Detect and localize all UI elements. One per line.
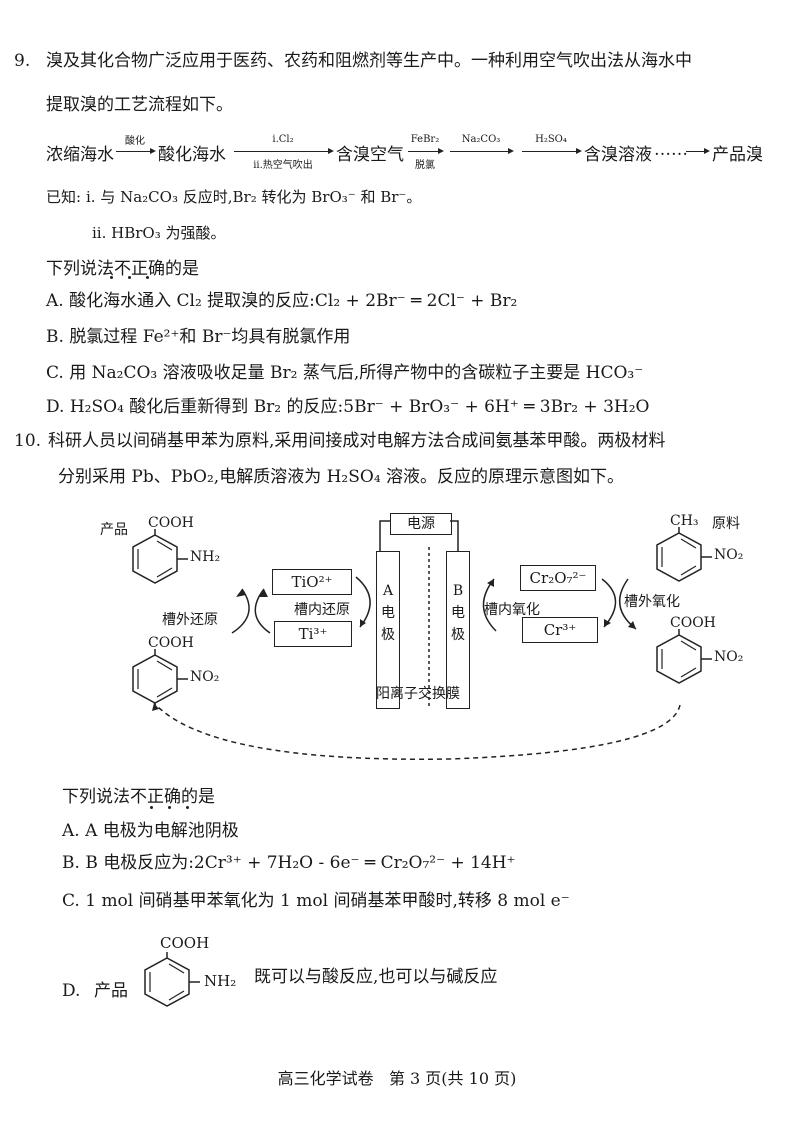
flow-arrow-4 bbox=[450, 148, 514, 154]
intermediate-cooh-left: COOH bbox=[148, 635, 194, 651]
intermediate-no2-right: NO₂ bbox=[714, 649, 744, 665]
inner-oxidation-arrow-icon bbox=[482, 578, 497, 632]
flow-arrow-2-bottom: ii.热空气吹出 bbox=[253, 160, 313, 171]
raw-ch3: CH₃ bbox=[670, 513, 699, 529]
footer-title: 高三化学试卷 bbox=[277, 1069, 374, 1088]
membrane-label: 阳离子交换膜 bbox=[376, 686, 460, 702]
flow-node-acidified-seawater: 酸化海水 bbox=[158, 145, 226, 165]
q10-stem-line1: 科研人员以间硝基甲苯为原料,采用间接成对电解方法合成间氨基苯甲酸。两极材料 bbox=[48, 431, 666, 451]
electrode-b: B 电 极 bbox=[446, 551, 470, 709]
q9-option-d: D. H₂SO₄ 酸化后重新得到 Br₂ 的反应:5Br⁻ + BrO₃⁻ + … bbox=[46, 397, 650, 417]
flow-arrow-2-top: i.Cl₂ bbox=[272, 134, 294, 145]
ti3-box: Ti³⁺ bbox=[274, 621, 352, 647]
electrolysis-diagram: 产品 COOH NH₂ COOH NO₂ 槽外还原 TiO²⁺ Ti³⁺ 槽内还… bbox=[80, 505, 780, 765]
q9-process-flow: 浓缩海水 酸化 酸化海水 i.Cl₂ ii.热空气吹出 含溴空气 FeBr₂ 脱… bbox=[46, 128, 776, 178]
product-label: 产品 bbox=[100, 522, 128, 538]
product-nh2: NH₂ bbox=[190, 549, 221, 565]
tio2-box: TiO²⁺ bbox=[272, 569, 352, 595]
product-benzene-ring-icon bbox=[132, 529, 188, 584]
product-cooh: COOH bbox=[148, 515, 194, 531]
q10-option-a: A. A 电极为电解池阴极 bbox=[62, 821, 239, 841]
q9-known-1: i. 与 Na₂CO₃ 反应时,Br₂ 转化为 BrO₃⁻ 和 Br⁻。 bbox=[86, 188, 422, 206]
flow-arrow-1-top: 酸化 bbox=[125, 136, 145, 147]
q9-stem-line2: 提取溴的工艺流程如下。 bbox=[46, 95, 233, 115]
q9-option-c: C. 用 Na₂CO₃ 溶液吸收足量 Br₂ 蒸气后,所得产物中的含碳粒子主要是… bbox=[46, 363, 644, 383]
cr2o7-box: Cr₂O₇²⁻ bbox=[520, 565, 596, 591]
q9-option-b: B. 脱氯过程 Fe²⁺和 Br⁻均具有脱氯作用 bbox=[46, 327, 351, 347]
flow-arrow-3-bottom: 脱氯 bbox=[415, 160, 435, 171]
inner-oxidation-label: 槽内氧化 bbox=[484, 602, 540, 618]
outer-reduction-label: 槽外还原 bbox=[162, 612, 218, 628]
flow-node-product-bromine: 产品溴 bbox=[712, 145, 763, 165]
q9-stem-line1: 溴及其化合物广泛应用于医药、农药和阻燃剂等生产中。一种利用空气吹出法从海水中 bbox=[46, 51, 692, 71]
outer-oxidation-arrows-icon bbox=[601, 578, 637, 630]
intermediate-cooh-right: COOH bbox=[670, 615, 716, 631]
cr3-box: Cr³⁺ bbox=[522, 617, 598, 643]
power-source-box: 电源 bbox=[390, 513, 452, 535]
flow-arrow-6 bbox=[686, 148, 710, 154]
q9-emphasis-dots bbox=[110, 276, 170, 282]
membrane-dashed-line-icon bbox=[428, 547, 430, 707]
raw-no2: NO₂ bbox=[714, 547, 744, 563]
raw-material-label: 原料 bbox=[712, 516, 740, 532]
flow-arrow-5-top: H₂SO₄ bbox=[535, 134, 567, 145]
flow-node-bromine-air: 含溴空气 bbox=[336, 145, 404, 165]
q10-option-c: C. 1 mol 间硝基甲苯氧化为 1 mol 间硝基苯甲酸时,转移 8 mol… bbox=[62, 891, 570, 911]
q9-prompt: 下列说法不正确的是 bbox=[46, 259, 199, 279]
option-d-benzene-ring-icon bbox=[144, 952, 200, 1007]
footer-page-number: 第 3 页(共 10 页) bbox=[388, 1069, 517, 1088]
flow-node-concentrated-seawater: 浓缩海水 bbox=[46, 145, 114, 165]
q9-number: 9. bbox=[14, 51, 31, 71]
q9-option-a: A. 酸化海水通入 Cl₂ 提取溴的反应:Cl₂ + 2Br⁻ ═ 2Cl⁻ +… bbox=[46, 291, 518, 311]
intermediate-no2-left: NO₂ bbox=[190, 669, 220, 685]
flow-arrow-1 bbox=[116, 148, 156, 154]
q10-prompt: 下列说法不正确的是 bbox=[62, 787, 215, 807]
page-footer: 高三化学试卷 第 3 页(共 10 页) bbox=[0, 1065, 794, 1089]
inner-reduction-arrow-icon bbox=[355, 576, 371, 628]
option-d-cooh: COOH bbox=[160, 934, 210, 952]
flow-node-bromine-solution: 含溴溶液 bbox=[584, 145, 652, 165]
flow-ellipsis: …… bbox=[654, 140, 688, 160]
circuit-wires-icon bbox=[379, 520, 459, 551]
outer-reduction-arrows-icon bbox=[231, 588, 271, 634]
flow-arrow-5 bbox=[522, 148, 582, 154]
q9-known-2: ii. HBrO₃ 为强酸。 bbox=[92, 224, 226, 242]
flow-arrow-3 bbox=[408, 148, 444, 154]
outer-oxidation-label: 槽外氧化 bbox=[624, 594, 680, 610]
q10-number: 10. bbox=[14, 431, 42, 451]
flow-arrow-4-top: Na₂CO₃ bbox=[461, 134, 501, 145]
q9-known-label: 已知: bbox=[46, 188, 82, 206]
option-d-nh2: NH₂ bbox=[204, 972, 237, 990]
q10-stem-line2: 分别采用 Pb、PbO₂,电解质溶液为 H₂SO₄ 溶液。反应的原理示意图如下。 bbox=[58, 467, 625, 487]
flow-arrow-2 bbox=[234, 148, 334, 154]
nitrobenzoic-ring-right-icon bbox=[656, 629, 712, 684]
inner-reduction-label: 槽内还原 bbox=[294, 602, 350, 618]
q10-emphasis-dots bbox=[150, 806, 210, 812]
q10-option-b: B. B 电极反应为:2Cr³⁺ + 7H₂O - 6e⁻ ═ Cr₂O₇²⁻ … bbox=[62, 853, 516, 873]
electrode-a: A 电 极 bbox=[376, 551, 400, 709]
recycle-dashed-arrow-icon bbox=[152, 702, 681, 760]
flow-arrow-3-top: FeBr₂ bbox=[410, 134, 440, 145]
raw-benzene-ring-icon bbox=[656, 527, 712, 582]
